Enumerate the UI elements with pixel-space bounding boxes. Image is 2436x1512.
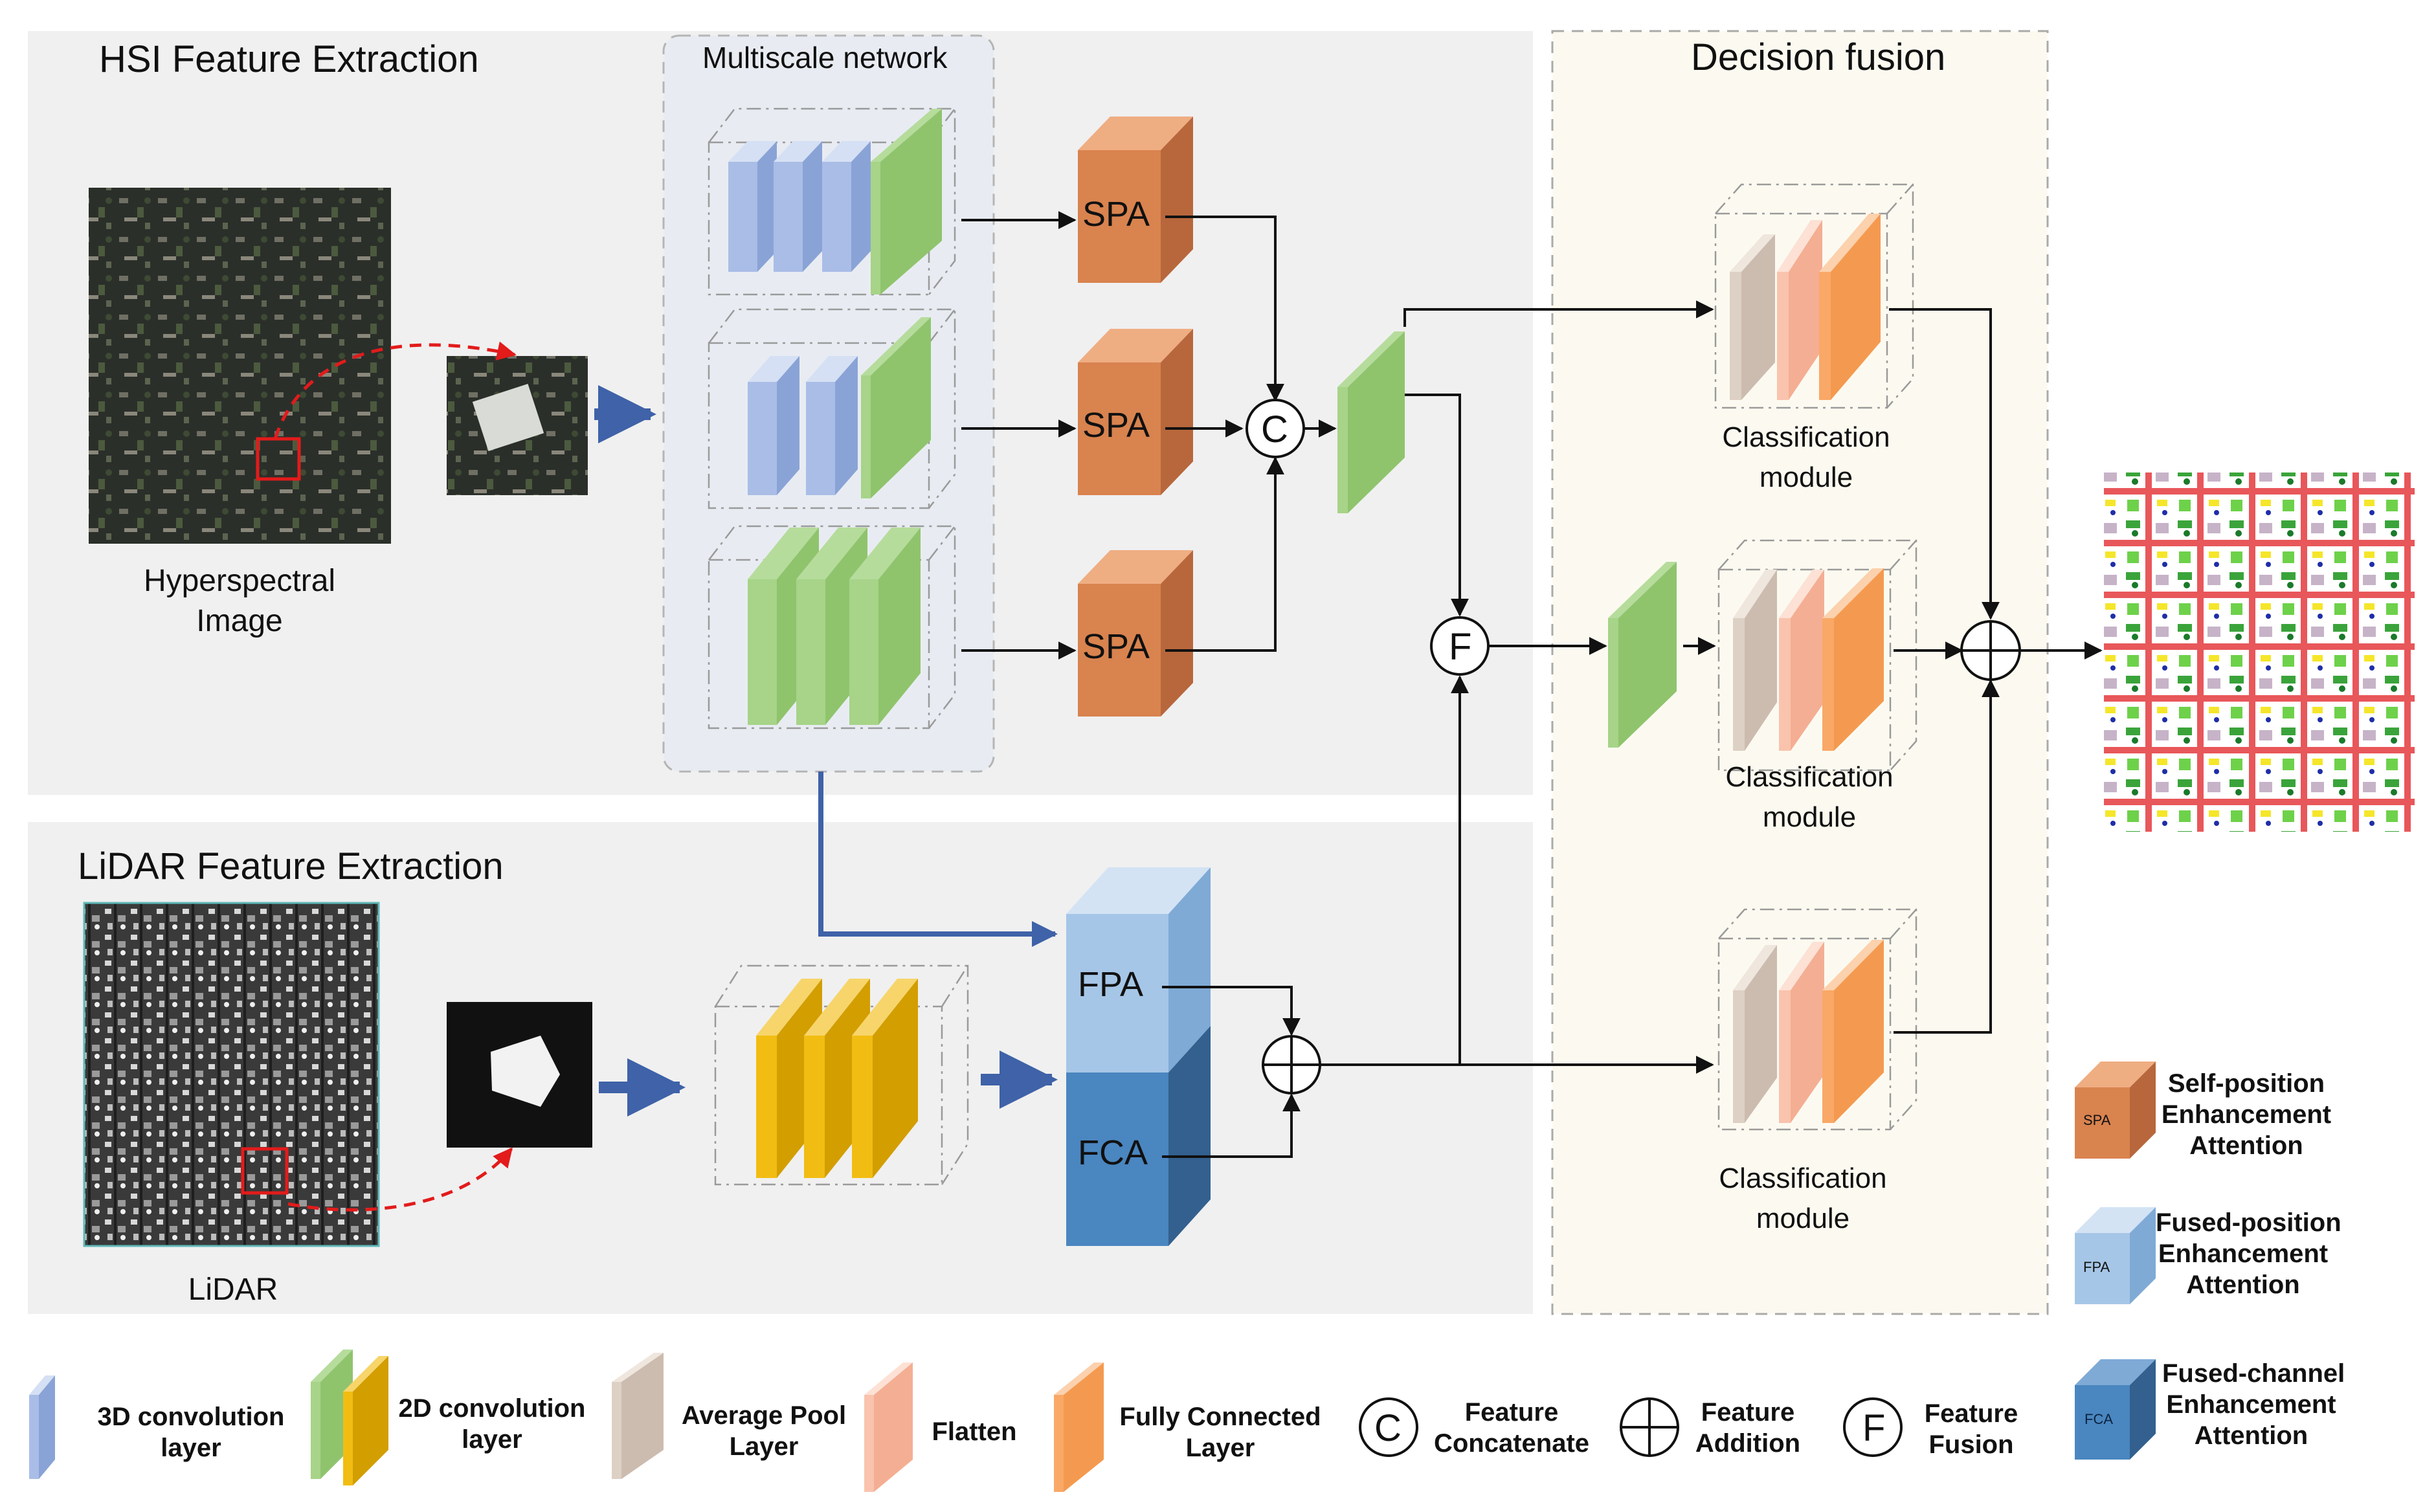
final-add-node: [1960, 620, 2021, 681]
fca-to-add-line: [1162, 1093, 1301, 1158]
spa-label-3: SPA: [1082, 627, 1150, 666]
cls-module-mid-label-line2: module: [1762, 801, 1857, 833]
legend-spa-mini: SPA: [2083, 1112, 2111, 1128]
legend-conv2d-line2: layer: [462, 1425, 522, 1454]
cls-bottom-to-add-line: [1894, 679, 2000, 1034]
branch2-conv2d-layer: [861, 317, 931, 498]
fca-label: FCA: [1078, 1133, 1148, 1172]
fca-block: [1066, 1026, 1211, 1246]
multiscale-panel-title: Multiscale network: [702, 41, 948, 74]
spa-block-2: [1078, 329, 1193, 495]
decision-panel-title: Decision fusion: [1691, 36, 1946, 78]
branch3-conv2d-layers: [748, 528, 921, 725]
fused-feature-map: [1608, 562, 1677, 748]
legend-spa-swatch: [2075, 1062, 2156, 1159]
legend-fca-swatch: [2075, 1359, 2156, 1460]
feature-to-fusion-line: [1405, 394, 1469, 617]
legend-fpa-mini: FPA: [2083, 1259, 2110, 1275]
legend-fc-line2: Layer: [1185, 1434, 1255, 1462]
hsi-patch-building: [472, 384, 544, 451]
cls-module-mid: [1717, 539, 1917, 772]
cls-top-to-add-line: [1889, 308, 2000, 620]
multiscale-to-fpa-line: [818, 772, 1058, 947]
spa-block-3: [1078, 550, 1193, 717]
classification-map: [2104, 472, 2415, 832]
fpa-to-add-line: [1162, 986, 1301, 1036]
hsi-zoom-arrow: [273, 341, 517, 439]
legend-fca-line3: Attention: [2194, 1421, 2308, 1450]
legend-concat-icon: [1359, 1397, 1418, 1457]
cls-module-bottom-label-line2: module: [1756, 1203, 1850, 1234]
legend-avgpool-swatch: [612, 1353, 664, 1479]
spa-label-1: SPA: [1082, 195, 1150, 234]
legend-add-icon: [1620, 1397, 1679, 1457]
lidar-patch-marker: [241, 1147, 289, 1195]
legend-flatten-label: Flatten: [932, 1418, 1017, 1446]
cls-module-bottom: [1717, 908, 1917, 1131]
hsi-panel-title: HSI Feature Extraction: [99, 38, 479, 80]
hsi-image-label-line1: Hyperspectral: [143, 564, 336, 598]
lidar-patch-building: [491, 1036, 560, 1107]
legend-spa-line1: Self-position: [2167, 1069, 2325, 1098]
concat-node-label: C: [1261, 408, 1288, 450]
legend-fpa-swatch: [2075, 1207, 2156, 1304]
lidar-conv2d-layers: [756, 979, 918, 1178]
legend-fpa-line3: Attention: [2186, 1271, 2300, 1299]
legend-fusion-line1: Feature: [1924, 1399, 2018, 1428]
spa-block-1: [1078, 117, 1193, 283]
lidar-image-label: LiDAR: [188, 1273, 278, 1307]
hsi-image-label-line2: Image: [196, 604, 283, 638]
spa1-to-concat-line: [1165, 216, 1284, 402]
lidar-image: [83, 902, 380, 1247]
lidar-panel-title: LiDAR Feature Extraction: [78, 845, 504, 887]
legend-fusion-line2: Fusion: [1928, 1430, 2014, 1459]
legend-conv3d-line2: layer: [161, 1434, 221, 1462]
hsi-patch-marker: [256, 437, 301, 481]
branch1-conv3d-layers: [728, 141, 871, 272]
legend-fc-line1: Fully Connected: [1119, 1403, 1321, 1431]
branch2-conv3d-layers: [748, 356, 858, 495]
cls-module-mid-label-line1: Classification: [1725, 761, 1894, 793]
legend-conv3d-swatch: [29, 1375, 55, 1479]
legend-concat-symbol: C: [1374, 1407, 1402, 1449]
legend-fca-line2: Enhancement: [2166, 1390, 2336, 1419]
legend-fpa-line2: Enhancement: [2158, 1240, 2329, 1268]
legend-conv3d-line1: 3D convolution: [97, 1403, 285, 1431]
legend-conv2d-line1: 2D convolution: [398, 1394, 586, 1423]
cls-module-bottom-label-line1: Classification: [1719, 1162, 1887, 1194]
spa-label-2: SPA: [1082, 406, 1150, 445]
hyperspectral-image: [89, 188, 391, 544]
concat-feature-map: [1337, 331, 1405, 513]
legend-avgpool-line2: Layer: [729, 1432, 799, 1461]
lidar-add-node: [1262, 1035, 1321, 1095]
fpa-label: FPA: [1078, 965, 1144, 1004]
legend-fpa-line1: Fused-position: [2156, 1208, 2341, 1237]
legend-avgpool-line1: Average Pool: [681, 1401, 847, 1430]
legend-fca-line1: Fused-channel: [2162, 1359, 2345, 1388]
feature-to-cls-top-line: [1403, 300, 1714, 327]
legend-spa-line3: Attention: [2189, 1131, 2303, 1160]
legend-add-line1: Feature: [1701, 1398, 1795, 1427]
legend-conv2d-swatch: [311, 1350, 388, 1485]
legend-concat-line1: Feature: [1464, 1398, 1559, 1427]
fusion-node-label: F: [1449, 626, 1472, 668]
legend-spa-line2: Enhancement: [2161, 1100, 2332, 1129]
legend-flatten-swatch: [864, 1362, 913, 1492]
cls-module-top: [1714, 183, 1914, 409]
legend-fusion-icon: [1843, 1397, 1903, 1457]
legend-add-line2: Addition: [1695, 1429, 1801, 1458]
legend-fc-swatch: [1054, 1362, 1104, 1492]
branch1-conv2d-layer: [871, 109, 942, 295]
spa3-to-concat-line: [1165, 456, 1284, 652]
legend-fca-mini: FCA: [2084, 1411, 2113, 1427]
cls-module-top-label-line1: Classification: [1722, 421, 1890, 453]
legend-fusion-symbol: F: [1862, 1407, 1886, 1449]
legend-concat-line2: Concatenate: [1433, 1429, 1590, 1458]
fpa-block: [1066, 867, 1211, 1073]
cls-module-top-label-line2: module: [1759, 461, 1853, 493]
